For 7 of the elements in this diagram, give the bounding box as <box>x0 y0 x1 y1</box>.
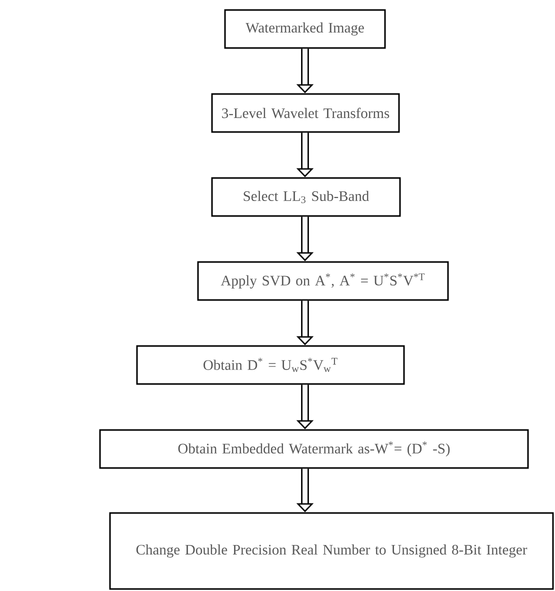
process-box: Obtain Embedded Watermark as-W$^{*}$= (D$^{*}$ -S) <box>99 429 529 469</box>
process-box: Obtain D$^{*}$ = U$_{w}$S$^{*}$V$_{w}$T <box>136 345 405 385</box>
process-box: 3-Level Wavelet Transforms <box>211 93 400 133</box>
process-box: Watermarked Image <box>224 9 386 49</box>
process-box: Change Double Precision Real Number to Unsigned 8-Bit Integer <box>109 512 554 590</box>
process-box: Apply SVD on A$^{*}$, A$^{*}$ = U$^{*}$S$^{*}$V$^{*T}$ <box>197 261 449 301</box>
process-box: Select LL$_{3}$ Sub-Band <box>211 177 401 217</box>
